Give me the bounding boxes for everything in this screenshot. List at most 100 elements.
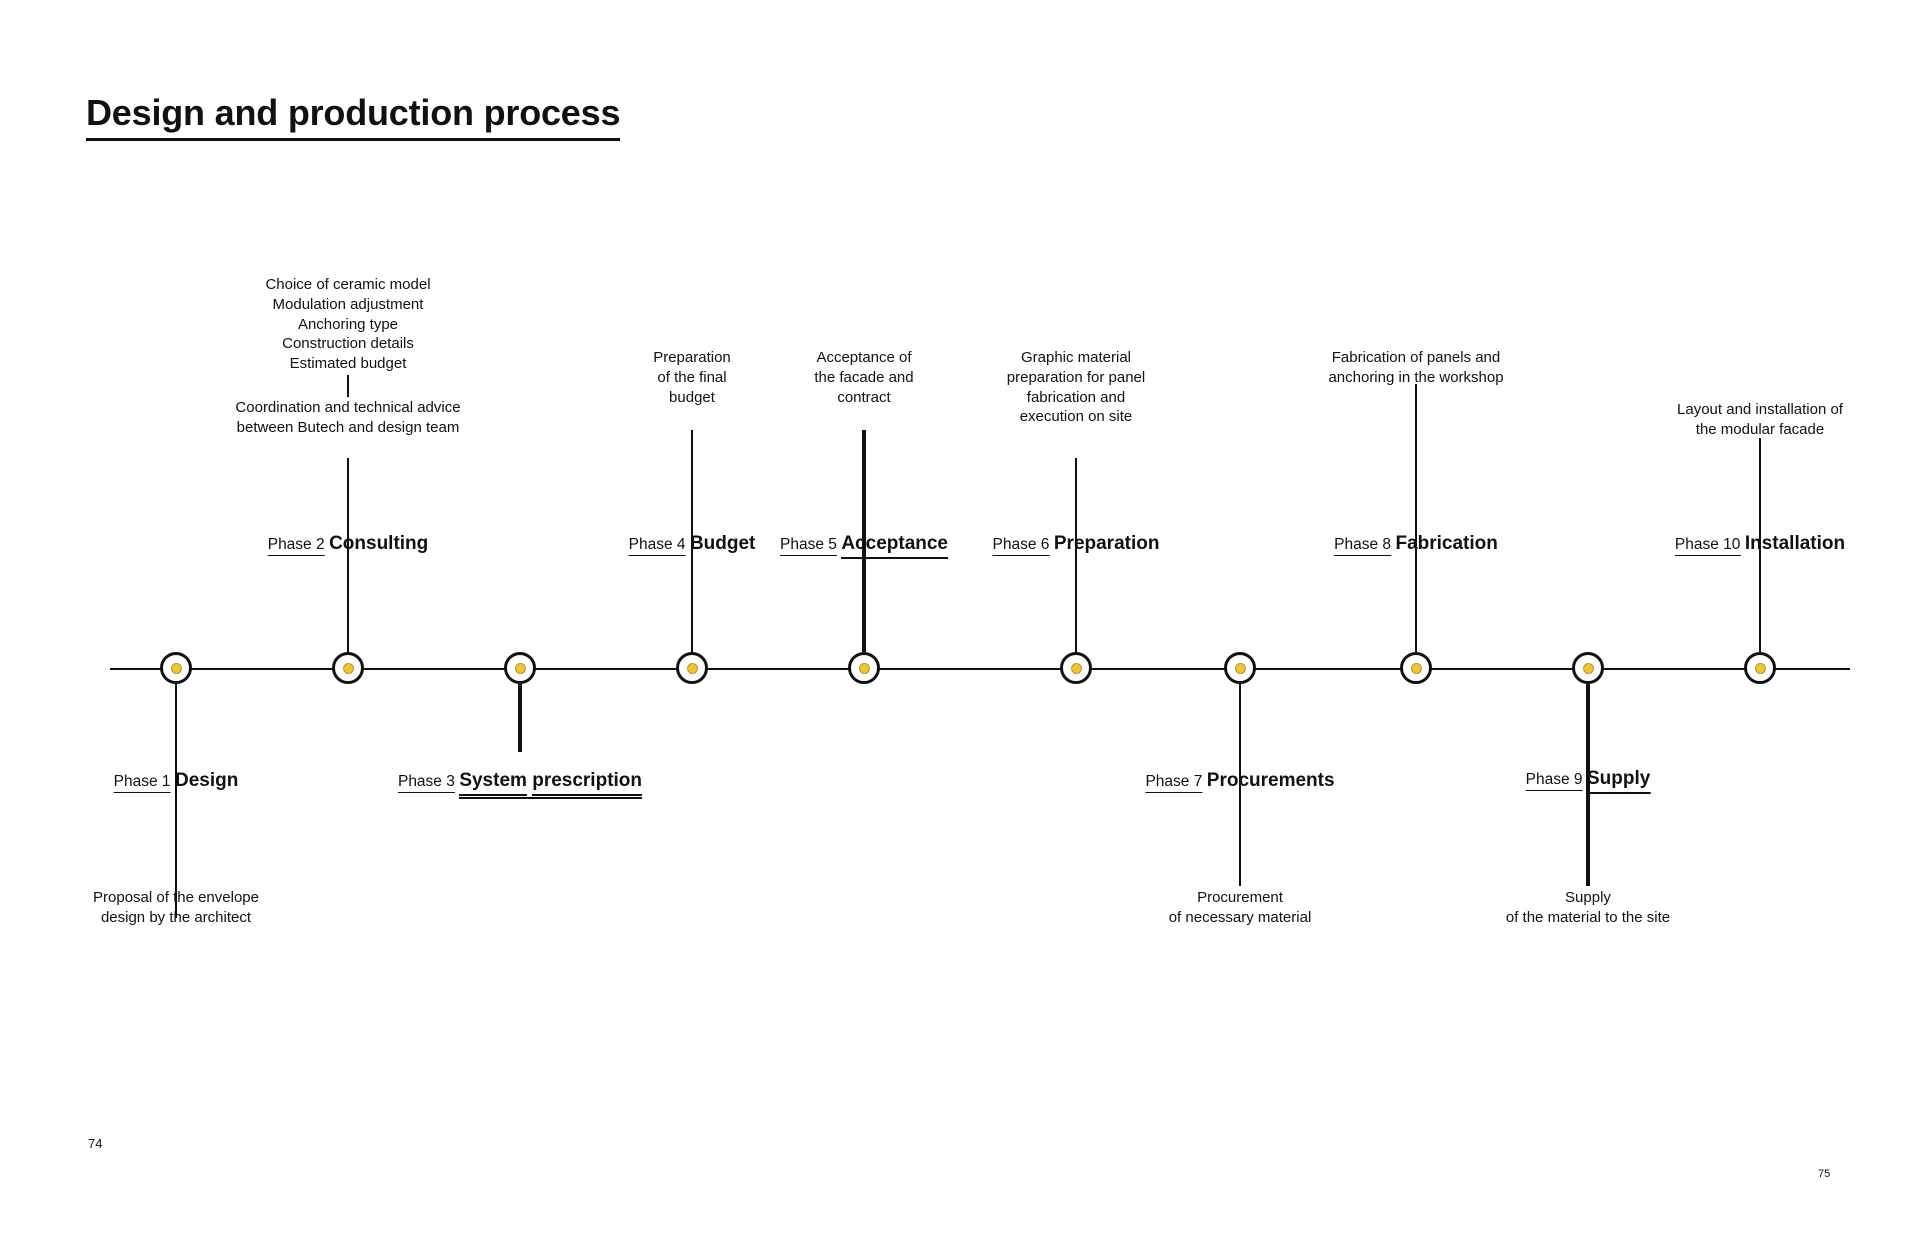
node-core-icon bbox=[1754, 662, 1766, 674]
desc-line: fabrication and bbox=[1026, 388, 1126, 406]
node-core-icon bbox=[858, 662, 870, 674]
phase-label-phase-6[interactable]: Phase 6 Preparation bbox=[992, 518, 1160, 557]
desc-line: contract bbox=[837, 388, 891, 406]
node-core-icon bbox=[686, 662, 698, 674]
desc-line: the facade and bbox=[814, 368, 914, 386]
phase-number-phase-7: Phase 7 bbox=[1145, 772, 1203, 794]
phase-number-phase-4: Phase 4 bbox=[628, 535, 686, 557]
stem-phase-6 bbox=[1075, 458, 1077, 652]
page-title: Design and production process bbox=[86, 92, 621, 141]
node-core-icon bbox=[514, 662, 526, 674]
stem-phase-9 bbox=[1586, 684, 1590, 886]
stem-phase-2 bbox=[347, 458, 349, 652]
phase-title-phase-6: Preparation bbox=[1053, 533, 1160, 554]
phase-number-phase-1: Phase 1 bbox=[113, 772, 171, 794]
phase-description2-phase-2: Coordination and technical advice betwee… bbox=[235, 398, 460, 438]
phase-label-phase-5[interactable]: Phase 5 Acceptance bbox=[779, 518, 949, 559]
phase-description-phase-2: Choice of ceramic model Modulation adjus… bbox=[265, 275, 430, 374]
phase-label-phase-10[interactable]: Phase 10 Installation bbox=[1674, 518, 1846, 557]
timeline-node-phase-7[interactable] bbox=[1224, 652, 1256, 684]
phase-title-phase-1: Design bbox=[174, 770, 239, 791]
timeline-node-phase-2[interactable] bbox=[332, 652, 364, 684]
stem-phase-8 bbox=[1415, 384, 1417, 652]
timeline-node-phase-4[interactable] bbox=[676, 652, 708, 684]
desc-line: Choice of ceramic model bbox=[265, 276, 431, 293]
desc-line: anchoring in the workshop bbox=[1328, 368, 1504, 386]
desc-line: Acceptance of bbox=[816, 349, 912, 366]
stem-phase-10 bbox=[1759, 438, 1761, 652]
page-title-underline bbox=[86, 138, 621, 141]
phase-title-line: prescription bbox=[532, 769, 643, 796]
desc-line: Fabrication of panels and bbox=[1331, 349, 1501, 366]
phase-number-phase-6: Phase 6 bbox=[992, 535, 1050, 557]
phase-number-phase-3: Phase 3 bbox=[397, 772, 455, 794]
desc-line: the modular facade bbox=[1695, 420, 1825, 438]
desc-line: design by the architect bbox=[100, 908, 252, 926]
desc-line: Supply bbox=[1565, 889, 1611, 906]
timeline-node-phase-1[interactable] bbox=[160, 652, 192, 684]
desc-line: of the material to the site bbox=[1505, 908, 1671, 926]
stem-phase-1 bbox=[175, 684, 177, 918]
node-core-icon bbox=[1070, 662, 1082, 674]
desc-line: Estimated budget bbox=[289, 355, 407, 373]
node-core-icon bbox=[1410, 662, 1422, 674]
phase-label-phase-4[interactable]: Phase 4 Budget bbox=[628, 518, 756, 557]
stem-phase-5 bbox=[862, 430, 866, 652]
phase-label-phase-2[interactable]: Phase 2 Consulting bbox=[267, 518, 429, 557]
phase-number-phase-9: Phase 9 bbox=[1525, 770, 1583, 792]
desc-line: Modulation adjustment bbox=[272, 295, 424, 313]
phase-label-phase-9[interactable]: Phase 9 Supply bbox=[1525, 753, 1651, 794]
page-number-right: 75 bbox=[1818, 1168, 1831, 1180]
phase-description-phase-9: Supply of the material to the site bbox=[1506, 888, 1670, 928]
phase-label-phase-7[interactable]: Phase 7 Procurements bbox=[1145, 755, 1335, 794]
phase-description-phase-1: Proposal of the envelope design by the a… bbox=[93, 888, 259, 928]
timeline-node-phase-8[interactable] bbox=[1400, 652, 1432, 684]
separator-phase-2 bbox=[347, 375, 349, 397]
phase-number-phase-5: Phase 5 bbox=[779, 535, 837, 557]
phase-description-phase-7: Procurement of necessary material bbox=[1169, 888, 1312, 928]
desc-line: preparation for panel bbox=[1006, 368, 1146, 386]
phase-title-phase-9: Supply bbox=[1587, 767, 1651, 794]
stem-phase-4 bbox=[691, 430, 693, 652]
timeline-node-phase-5[interactable] bbox=[848, 652, 880, 684]
phase-title-phase-3: System prescription bbox=[459, 769, 643, 799]
desc-line: budget bbox=[669, 388, 715, 406]
desc-line: of the final bbox=[657, 368, 727, 386]
desc-line: execution on site bbox=[1019, 408, 1133, 426]
timeline-node-phase-10[interactable] bbox=[1744, 652, 1776, 684]
desc-line: of necessary material bbox=[1168, 908, 1312, 926]
phase-label-phase-3[interactable]: Phase 3 System prescription bbox=[397, 755, 643, 799]
phase-number-phase-2: Phase 2 bbox=[267, 535, 325, 557]
phase-title-phase-10: Installation bbox=[1744, 533, 1846, 554]
phase-title-phase-4: Budget bbox=[689, 533, 756, 554]
node-core-icon bbox=[1582, 662, 1594, 674]
timeline-node-phase-3[interactable] bbox=[504, 652, 536, 684]
desc-line: Preparation bbox=[653, 349, 731, 366]
page-number-left: 74 bbox=[88, 1136, 103, 1151]
page-title-text: Design and production process bbox=[86, 92, 621, 133]
timeline-node-phase-9[interactable] bbox=[1572, 652, 1604, 684]
phase-number-phase-10: Phase 10 bbox=[1674, 535, 1741, 557]
timeline-axis bbox=[110, 668, 1850, 670]
phase-title-phase-7: Procurements bbox=[1206, 770, 1335, 791]
desc-line: Graphic material bbox=[1020, 349, 1132, 366]
phase-description-phase-8: Fabrication of panels and anchoring in t… bbox=[1328, 348, 1503, 388]
timeline-node-phase-6[interactable] bbox=[1060, 652, 1092, 684]
phase-label-phase-8[interactable]: Phase 8 Fabrication bbox=[1334, 518, 1498, 557]
phase-description-phase-10: Layout and installation of the modular f… bbox=[1677, 400, 1843, 440]
phase-title-phase-5: Acceptance bbox=[841, 532, 949, 559]
desc-line: Coordination and technical advice bbox=[235, 399, 461, 416]
desc-line: Anchoring type bbox=[297, 315, 399, 333]
desc-line: Proposal of the envelope bbox=[93, 889, 259, 906]
phase-description-phase-6: Graphic material preparation for panel f… bbox=[1007, 348, 1145, 427]
desc-line: between Butech and design team bbox=[236, 418, 460, 436]
stem-phase-3 bbox=[518, 684, 522, 752]
phase-label-phase-1[interactable]: Phase 1 Design bbox=[113, 755, 239, 794]
phase-description-phase-5: Acceptance of the facade and contract bbox=[814, 348, 913, 407]
phase-title-phase-2: Consulting bbox=[329, 533, 429, 554]
node-core-icon bbox=[1234, 662, 1246, 674]
phase-number-phase-8: Phase 8 bbox=[1334, 535, 1392, 557]
desc-line: Construction details bbox=[282, 335, 414, 353]
node-core-icon bbox=[342, 662, 354, 674]
